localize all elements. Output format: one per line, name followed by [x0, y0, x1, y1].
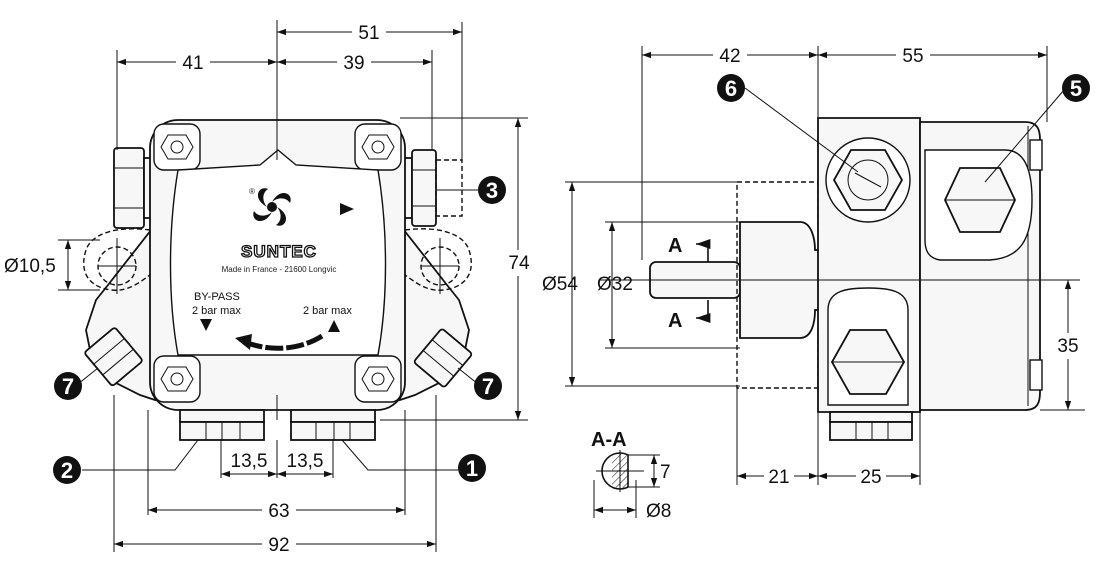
registered-mark: ®: [249, 187, 255, 196]
section-title: A-A: [591, 429, 627, 451]
play-arrow-icon: [340, 203, 354, 215]
dim-74: 74: [508, 253, 530, 274]
dim-d10-5: Ø10,5: [4, 256, 56, 277]
brand-text: SUNTEC: [241, 242, 317, 261]
front-view: ® SUNTEC Made in France - 21600 Longvic …: [4, 20, 533, 556]
svg-text:7: 7: [62, 374, 74, 399]
badge-2: 2: [53, 456, 81, 484]
svg-text:1: 1: [466, 456, 478, 481]
right-hex-plug: [399, 149, 463, 227]
dim-25: 25: [860, 467, 881, 488]
side-view: 42 55 Ø54 Ø32 35 21 25 A A 6 5: [542, 43, 1090, 488]
corner-screw-top-left: [153, 123, 201, 171]
dim-21: 21: [768, 467, 789, 488]
section-a-bottom: A: [668, 310, 682, 332]
dim-d54: Ø54: [542, 274, 578, 295]
badge-1: 1: [458, 454, 486, 482]
dim-51: 51: [358, 23, 379, 44]
section-a-a: A-A 7 Ø8: [591, 429, 671, 522]
made-in-text: Made in France - 21600 Longvic: [222, 265, 337, 274]
left-mount-hole-outline: [83, 228, 151, 291]
badge-7-right: 7: [474, 372, 502, 400]
badge-7-left: 7: [54, 372, 82, 400]
bypass-text: BY-PASS: [194, 291, 240, 303]
dim-41: 41: [182, 53, 203, 74]
svg-text:6: 6: [725, 76, 737, 101]
label-panel: [169, 149, 387, 356]
badge-5: 5: [1062, 74, 1090, 102]
section-a-top: A: [668, 235, 682, 257]
dim-d8: Ø8: [646, 501, 671, 522]
svg-text:2: 2: [61, 458, 73, 483]
corner-screw-top-right: [354, 123, 402, 171]
svg-text:7: 7: [482, 374, 494, 399]
dim-63: 63: [268, 501, 289, 522]
suntec-logo-icon: [253, 188, 291, 226]
dim-35: 35: [1057, 336, 1078, 357]
dim-39: 39: [343, 53, 364, 74]
dim-92: 92: [268, 535, 289, 556]
dim-13-5-left: 13,5: [231, 451, 268, 472]
dim-42: 42: [719, 46, 740, 67]
dim-d32: Ø32: [597, 274, 633, 295]
corner-screw-bottom-right: [354, 355, 402, 403]
badge-3: 3: [478, 176, 506, 204]
bottom-port-right: [290, 409, 376, 441]
right-plug-7: [413, 328, 473, 388]
svg-text:3: 3: [486, 178, 498, 203]
dim-7: 7: [660, 462, 671, 483]
bar-max-left-text: 2 bar max: [192, 305, 241, 317]
svg-text:5: 5: [1070, 76, 1082, 101]
corner-screw-bottom-left: [153, 355, 201, 403]
bar-max-right-text: 2 bar max: [303, 305, 352, 317]
badge-6: 6: [717, 74, 745, 102]
dim-55: 55: [902, 46, 923, 67]
down-arrow-icon: [200, 319, 212, 331]
up-arrow-icon: [328, 320, 340, 332]
right-mount-hole-outline: [404, 228, 472, 291]
rotation-arrow-icon: [244, 333, 324, 351]
left-plug-7: [84, 327, 143, 387]
dim-13-5-right: 13,5: [287, 451, 324, 472]
bottom-port-left: [179, 409, 265, 441]
